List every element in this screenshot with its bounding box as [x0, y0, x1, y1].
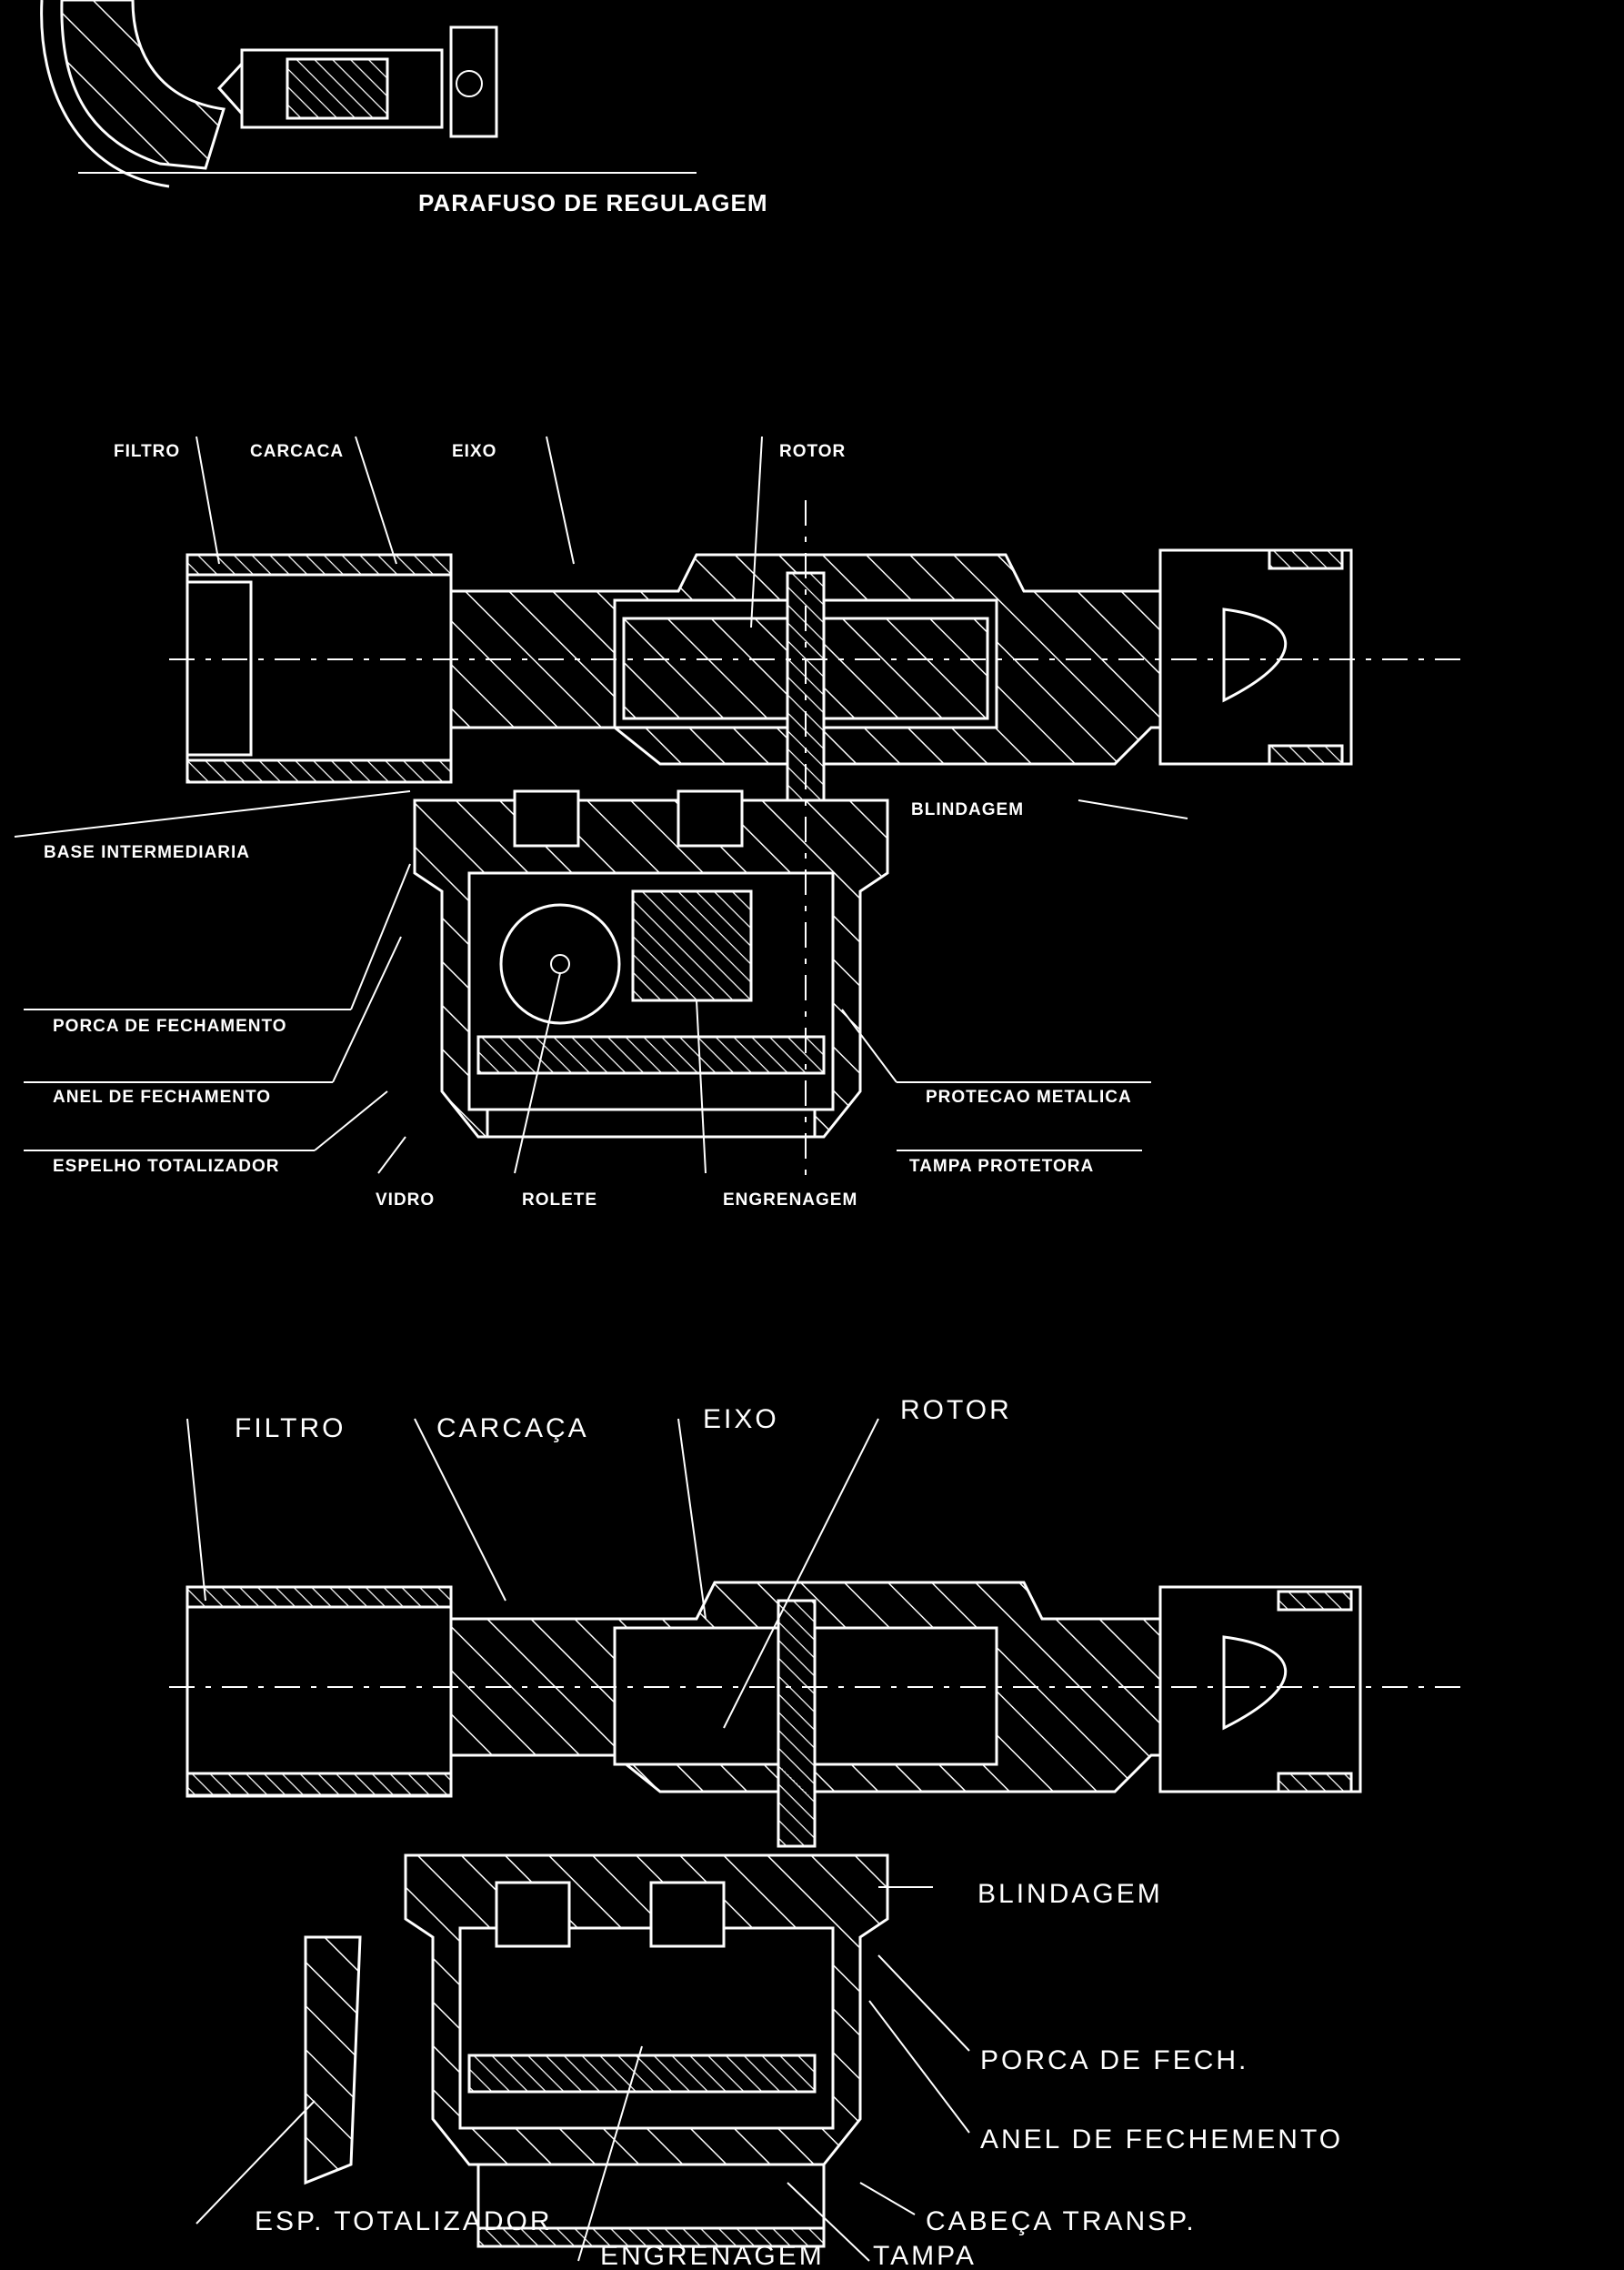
label-rotor-mid: ROTOR: [779, 442, 846, 461]
label-rolete-mid: ROLETE: [522, 1190, 597, 1210]
label-blindagem-mid: BLINDAGEM: [911, 800, 1024, 819]
label-tampa-bot: TAMPA: [873, 2241, 977, 2270]
label-base-mid: BASE INTERMEDIARIA: [44, 843, 250, 862]
label-anel-mid: ANEL DE FECHAMENTO: [53, 1088, 271, 1107]
label-tampa-mid: TAMPA PROTETORA: [909, 1157, 1094, 1176]
label-anel-bot: ANEL DE FECHEMENTO: [980, 2124, 1343, 2154]
label-porca-bot: PORCA DE FECH.: [980, 2045, 1248, 2075]
top-view: [40, 0, 697, 188]
label-engrenagem-mid: ENGRENAGEM: [723, 1190, 857, 1210]
label-parafuso: PARAFUSO DE REGULAGEM: [418, 189, 768, 216]
label-protecao-mid: PROTECAO METALICA: [926, 1088, 1132, 1107]
label-cabeca-bot: CABEÇA TRANSP.: [926, 2206, 1197, 2236]
label-espelho-bot: ESP. TOTALIZADOR: [255, 2206, 553, 2236]
label-vidro-mid: VIDRO: [376, 1190, 435, 1210]
label-rotor-bot: ROTOR: [900, 1395, 1012, 1425]
label-espelho-mid: ESPELHO TOTALIZADOR: [53, 1157, 279, 1176]
label-carcaca-mid: CARCACA: [250, 442, 344, 461]
label-filtro-mid: FILTRO: [114, 442, 180, 461]
label-engrenagem-bot: ENGRENAGEM: [600, 2241, 825, 2270]
middle-view: [14, 436, 1460, 1182]
label-carcaca-bot: CARCAÇA: [436, 1413, 589, 1443]
label-eixo-bot: EIXO: [703, 1404, 779, 1434]
labels: PARAFUSO DE REGULAGEM FILTRO CARCACA EIX…: [44, 189, 1343, 2270]
label-blindagem-bot: BLINDAGEM: [977, 1879, 1163, 1909]
label-eixo-mid: EIXO: [452, 442, 496, 461]
bottom-view: [160, 1418, 1460, 2262]
label-filtro-bot: FILTRO: [235, 1413, 346, 1443]
label-porca-mid: PORCA DE FECHAMENTO: [53, 1017, 287, 1036]
